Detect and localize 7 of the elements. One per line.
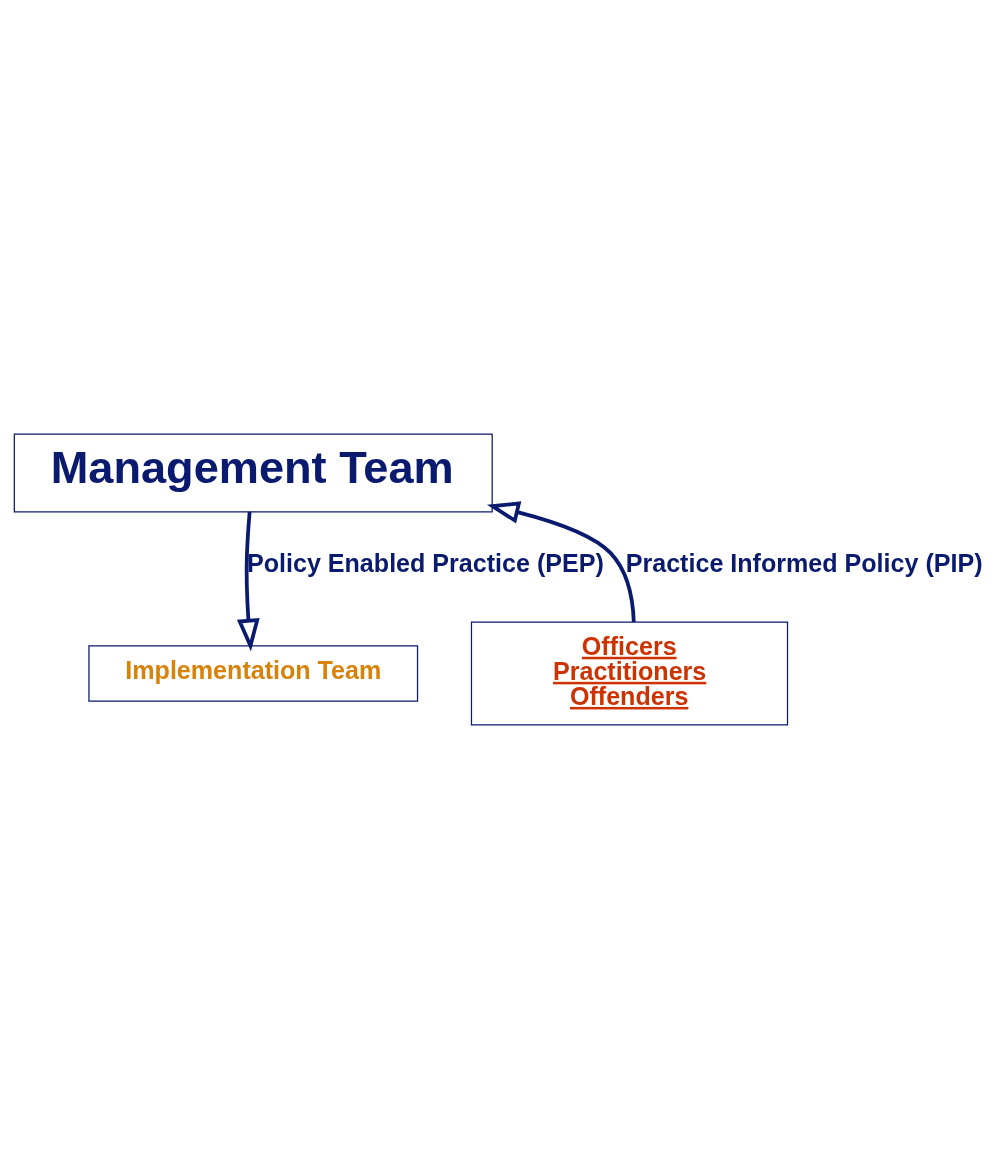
arrow [236,511,260,652]
edge-label: Policy Enabled Practice (PEP) [246,548,604,577]
node-box: Implementation Team [88,645,419,702]
node-box: Management Team [13,433,493,513]
node-box: Officers Practitioners Offenders [470,621,789,726]
arrow [486,501,636,623]
edge-label: Practice Informed Policy (PIP) [625,548,983,577]
